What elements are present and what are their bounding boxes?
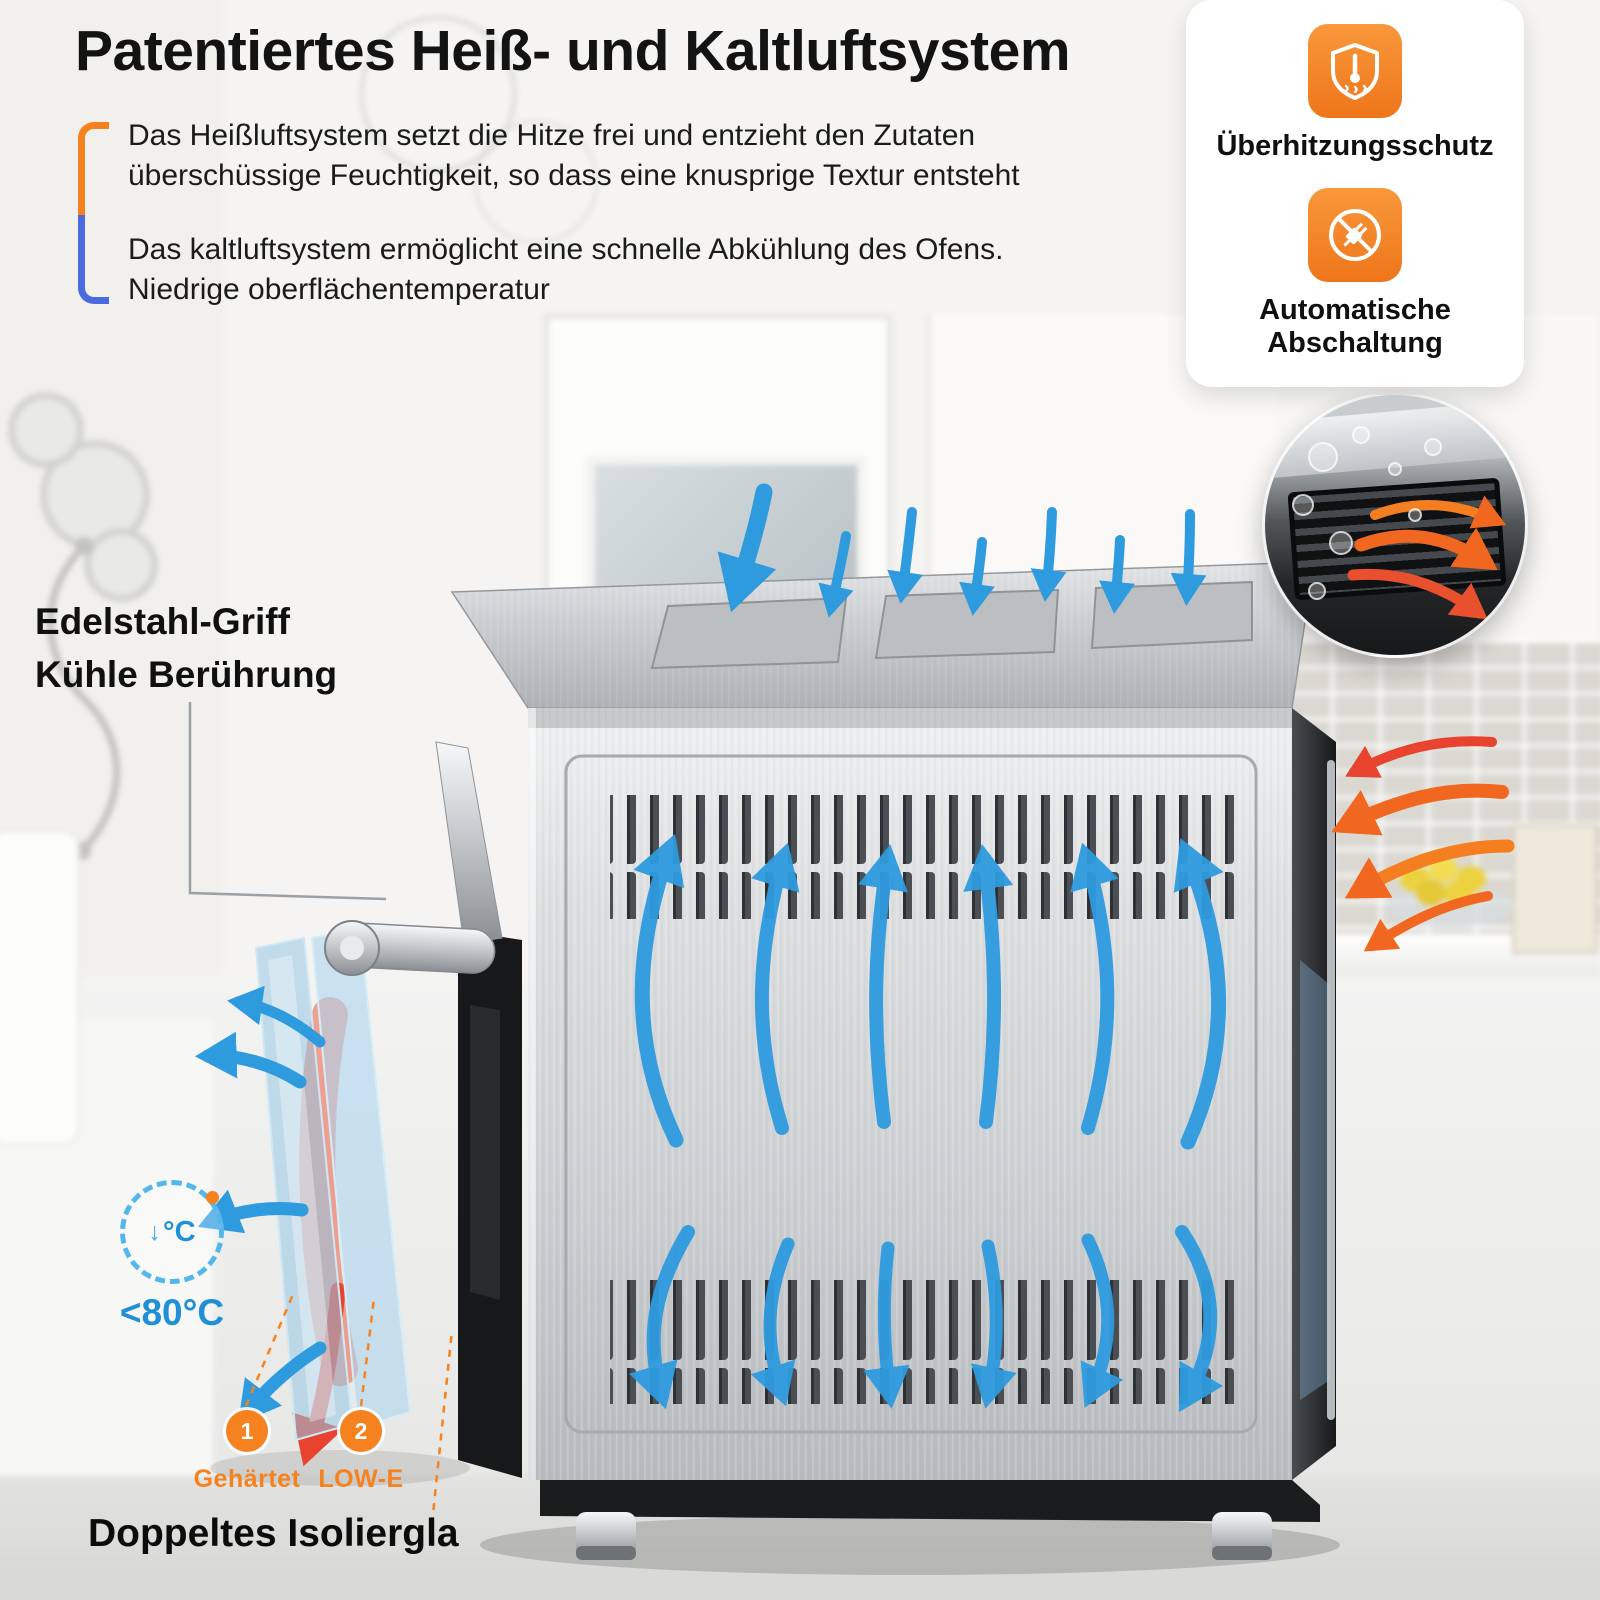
- handle-callout-line2: Kühle Berührung: [35, 653, 338, 695]
- cold-air-description: Das kaltluftsystem ermöglicht eine schne…: [78, 214, 1118, 310]
- marker-label: LOW-E: [318, 1465, 404, 1493]
- cool-air-arrows: [195, 985, 327, 1425]
- page-title: Patentiertes Heiß- und Kaltluftsystem: [75, 19, 1071, 83]
- marker-label: Gehärtet: [193, 1465, 301, 1493]
- decor-plate: [84, 528, 158, 602]
- celsius-unit: °C: [162, 1215, 196, 1248]
- oven-base: [540, 1480, 1320, 1560]
- feature-overheat-protection: Überhitzungsschutz: [1216, 24, 1494, 162]
- lemon: [1416, 880, 1446, 906]
- handle-callout: Edelstahl-Griff Kühle Berührung: [35, 596, 337, 701]
- door-shadow: [210, 1450, 470, 1486]
- double-glass-label: Doppeltes Isoliergla: [88, 1512, 459, 1555]
- inset-steam-arrows: [1292, 426, 1507, 620]
- vent-closeup-inset: [1262, 392, 1528, 658]
- top-vent-slats: [610, 795, 1242, 919]
- oven-shadow: [480, 1515, 1340, 1575]
- steam-bubbles: [1292, 426, 1442, 600]
- bottom-vent-slats: [610, 1280, 1242, 1404]
- decor-plate: [8, 392, 84, 468]
- chair: [0, 830, 80, 1146]
- leader-lines: [188, 702, 454, 1525]
- cool-touch-badge: ↓°C <80°C: [110, 1180, 234, 1334]
- top-airflow-arrows: [717, 483, 1207, 618]
- open-door: [195, 741, 522, 1478]
- down-arrow-icon: ↓: [148, 1217, 161, 1246]
- temperature-dial-icon: ↓°C: [120, 1180, 224, 1284]
- decor-sign: [1512, 824, 1598, 954]
- temp-value: <80°C: [119, 1292, 225, 1333]
- handle-arm: [435, 741, 503, 945]
- glass-marker-2: 2 LOW-E: [305, 1410, 417, 1494]
- feature-card: Überhitzungsschutz Automatische Abschalt…: [1186, 0, 1524, 388]
- oven-side-panel: [528, 708, 1292, 1480]
- side-airflow-down-arrows: [629, 1225, 1224, 1413]
- pendant-light: [360, 16, 516, 172]
- feature-auto-shutoff: Automatische Abschaltung: [1205, 188, 1505, 359]
- marker-number: 1: [226, 1410, 268, 1452]
- oven-front-edge: [1292, 708, 1336, 1480]
- shield-thermometer-icon: [1308, 24, 1402, 118]
- side-airflow-up-arrows: [633, 833, 1226, 1150]
- handle-callout-line1: Edelstahl-Griff: [35, 601, 290, 642]
- exhaust-arrows: [1331, 736, 1515, 952]
- pendant-light: [474, 120, 598, 244]
- hot-air-description: Das Heißluftsystem setzt die Hitze frei …: [78, 116, 1118, 229]
- description-block: Das Heißluftsystem setzt die Hitze frei …: [78, 116, 1118, 344]
- feature-label: Automatische Abschaltung: [1259, 294, 1451, 359]
- marker-number: 2: [340, 1410, 382, 1452]
- feature-label: Überhitzungsschutz: [1216, 130, 1494, 162]
- dial-dot: [206, 1191, 219, 1204]
- no-plug-icon: [1308, 188, 1402, 283]
- glass-marker-1: 1 Gehärtet: [191, 1410, 303, 1494]
